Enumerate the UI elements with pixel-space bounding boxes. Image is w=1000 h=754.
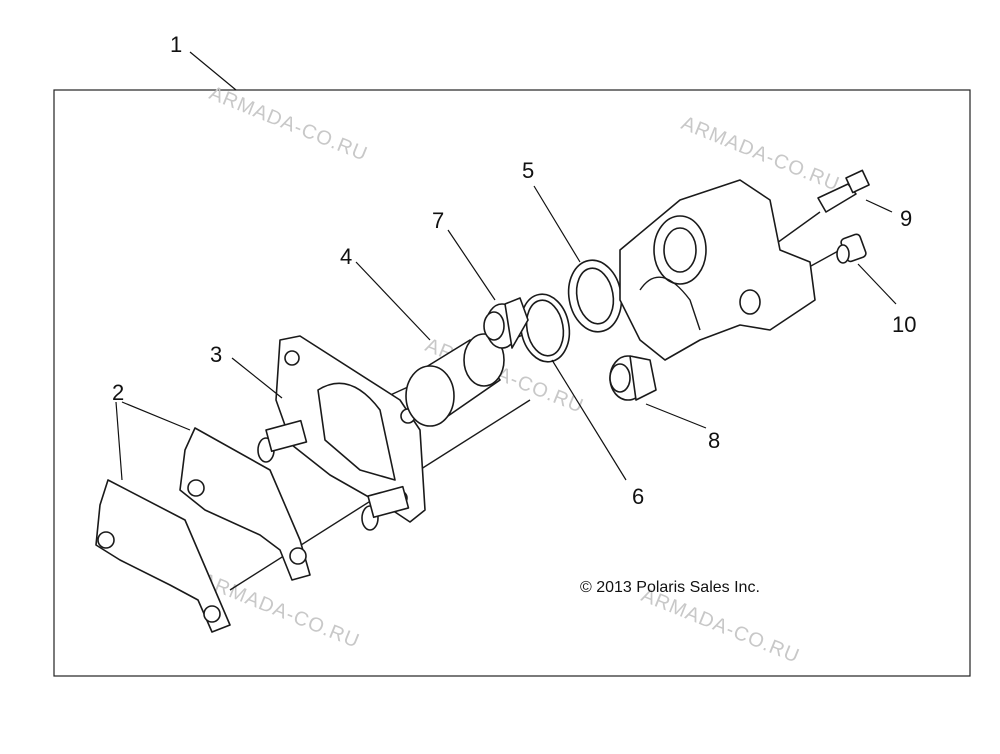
callout-2: 2 (112, 380, 124, 405)
boot-8 (609, 355, 657, 401)
caliper-housing (619, 179, 816, 361)
diagram-frame (53, 89, 971, 677)
callout-8: 8 (708, 428, 720, 453)
caliper-piston (405, 333, 505, 427)
bleeder-screw (817, 169, 870, 213)
callout-6: 6 (632, 484, 644, 509)
watermark: ARMADA-CO.RU (206, 82, 371, 166)
callout-4: 4 (340, 244, 352, 269)
dust-seal (519, 293, 571, 363)
callout-7: 7 (432, 208, 444, 233)
callout-10: 10 (892, 312, 916, 337)
callout-3: 3 (210, 342, 222, 367)
caliper-bracket (257, 335, 426, 531)
watermark: ARMADA-CO.RU (638, 584, 803, 668)
callout-1: 1 (170, 32, 182, 57)
watermark: ARMADA-CO.RU (678, 112, 843, 196)
callout-5: 5 (522, 158, 534, 183)
square-seal (567, 259, 623, 333)
boot-7 (483, 297, 529, 349)
leader-lines (115, 51, 897, 481)
bleeder-cap (836, 233, 867, 264)
copyright-text: © 2013 Polaris Sales Inc. (580, 579, 760, 596)
brake-pads (95, 427, 311, 633)
callout-numbers: 1 2 3 4 5 6 7 8 9 10 (112, 32, 916, 509)
callout-9: 9 (900, 206, 912, 231)
